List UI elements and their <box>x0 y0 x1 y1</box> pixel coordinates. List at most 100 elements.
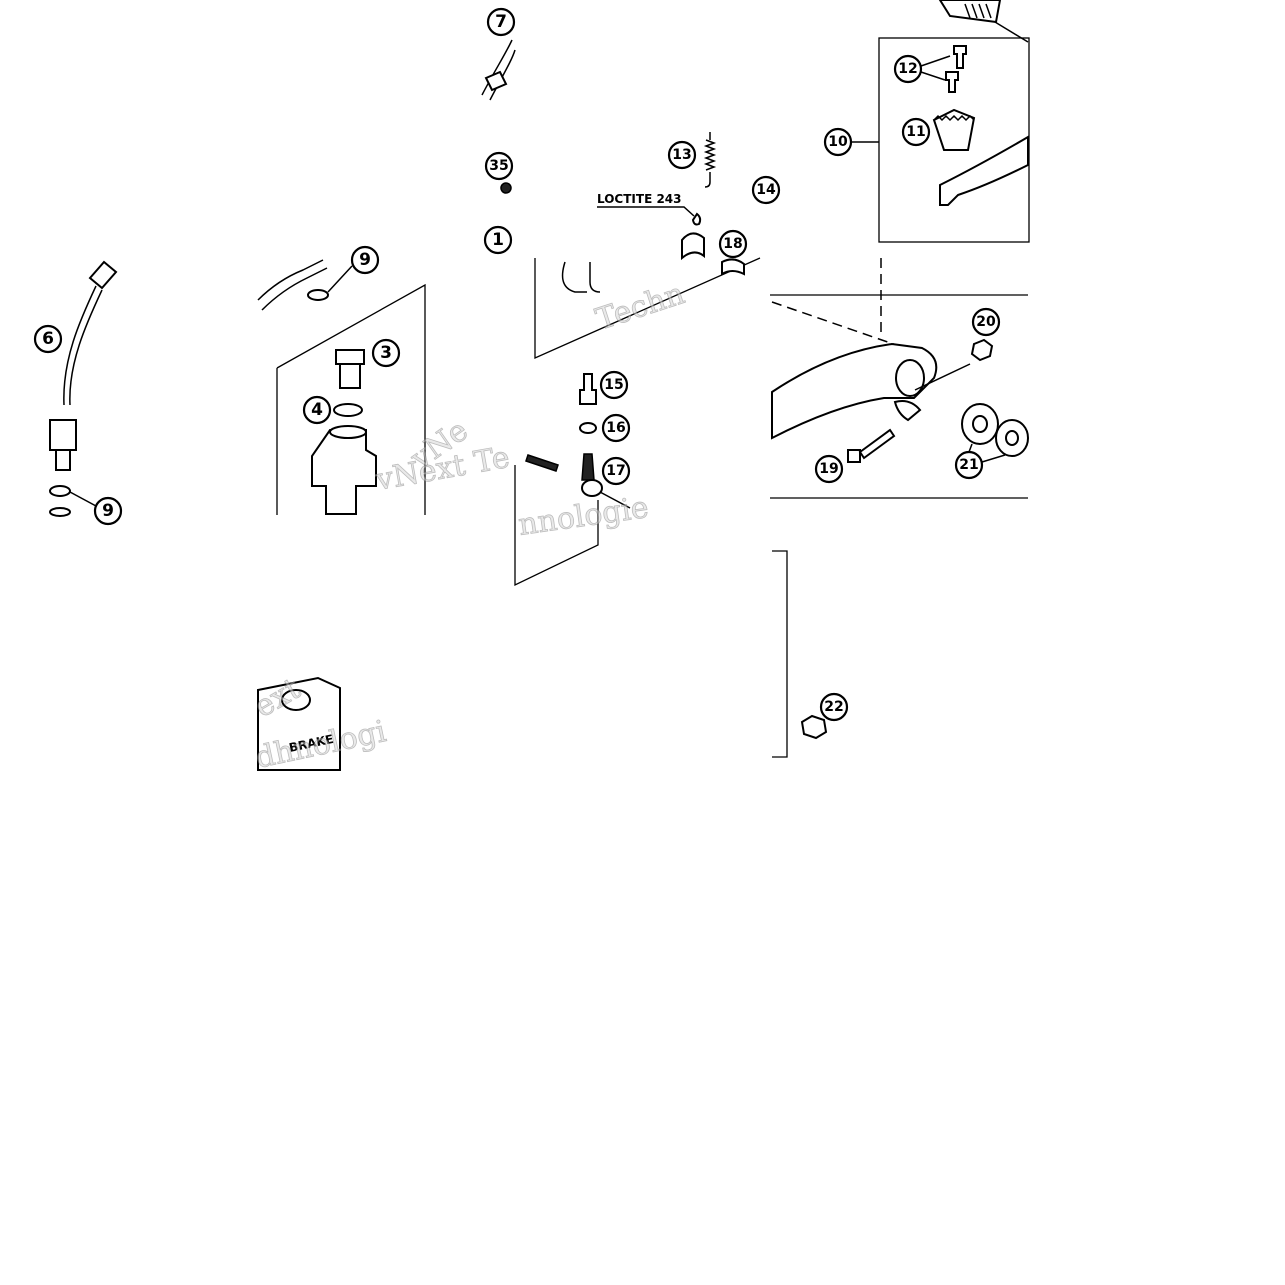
part-22-nut <box>800 714 828 740</box>
part-16-nut <box>579 422 597 434</box>
tile-left <box>49 260 118 517</box>
svg-text:6: 6 <box>42 329 54 349</box>
svg-text:13: 13 <box>672 147 691 163</box>
part-7-fitting <box>484 70 508 92</box>
callout-12-leader <box>920 55 951 81</box>
tile-center <box>514 373 631 587</box>
tile-bottom-left: BRAKE <box>257 676 341 771</box>
loctite-note-underline <box>597 206 695 217</box>
callout-9-left-leader <box>69 491 97 507</box>
svg-text:4: 4 <box>311 400 323 420</box>
svg-text:10: 10 <box>828 134 848 150</box>
callout-18: 18 <box>718 229 748 259</box>
part-4-oring <box>333 403 363 417</box>
part-6-switch-thread <box>55 449 71 471</box>
frame-reservoir <box>276 283 426 515</box>
part-reservoir <box>257 676 341 771</box>
part-21-bearing-2-inner <box>1005 430 1019 446</box>
part-18-ring <box>721 258 745 276</box>
callout-1: 1 <box>483 225 513 255</box>
part-9-washer-middle <box>307 289 329 301</box>
svg-text:9: 9 <box>359 250 371 270</box>
callout-9-middle-leader <box>327 265 353 293</box>
part-bolt-top <box>938 0 1002 24</box>
svg-text:11: 11 <box>906 124 925 140</box>
callout-17: 17 <box>601 456 631 486</box>
tile-top-middle <box>534 132 761 360</box>
part-3-plug <box>335 349 365 389</box>
dash-axis <box>914 363 971 391</box>
svg-text:20: 20 <box>976 314 996 330</box>
callout-19: 19 <box>814 454 844 484</box>
frame-lower-right <box>772 550 788 758</box>
part-brake-hose-left <box>257 259 328 311</box>
part-17-eye <box>581 479 603 497</box>
part-12-screw-2 <box>945 71 959 93</box>
frame-right-middle <box>770 294 1028 499</box>
svg-text:22: 22 <box>824 699 843 715</box>
svg-text:12: 12 <box>898 61 917 77</box>
part-master-cylinder-top <box>329 425 367 439</box>
part-12-screw-1 <box>953 45 967 69</box>
part-loctite-drop <box>691 212 702 226</box>
part-9-washer-left-2 <box>49 507 71 517</box>
callout-4: 4 <box>302 395 332 425</box>
part-15-bleeder <box>579 373 597 405</box>
callout-15: 15 <box>599 370 629 400</box>
dash-line-top <box>994 21 1029 43</box>
part-17-rod <box>581 453 595 481</box>
svg-text:18: 18 <box>723 236 742 252</box>
part-10-lever-arm <box>939 135 1029 206</box>
part-lever-ear <box>893 400 922 422</box>
frame-top-middle <box>534 257 761 360</box>
part-19-bolt <box>847 428 896 463</box>
tile-top-right <box>878 0 1030 243</box>
svg-text:21: 21 <box>959 457 978 473</box>
callout-7: 7 <box>486 7 516 37</box>
part-bolt-center <box>525 454 559 472</box>
svg-text:9: 9 <box>102 501 114 521</box>
callout-14: 14 <box>751 175 781 205</box>
part-20-nut <box>970 338 994 362</box>
part-13-spring <box>703 132 717 188</box>
part-brake-lever <box>771 342 938 440</box>
watermark-techn: Techn <box>592 276 689 337</box>
callout-12: 12 <box>893 54 923 84</box>
frame-label <box>514 465 599 587</box>
part-6-connector <box>88 260 118 290</box>
part-11-teeth <box>933 114 975 122</box>
callout-9-left: 9 <box>93 496 123 526</box>
callout-22: 22 <box>819 692 849 722</box>
part-7-hose <box>481 39 516 101</box>
callout-9-middle: 9 <box>350 245 380 275</box>
callout-11: 11 <box>901 117 931 147</box>
part-6-switch-body <box>49 419 77 451</box>
svg-text:14: 14 <box>756 182 776 198</box>
tile-left-middle <box>257 259 426 515</box>
part-master-cylinder <box>311 429 377 515</box>
part-35-nut <box>500 182 512 194</box>
tile-top-center <box>481 39 516 194</box>
center-dash-line <box>599 491 631 509</box>
svg-text:15: 15 <box>604 377 623 393</box>
loctite-note: LOCTITE 243 <box>597 192 682 206</box>
svg-text:3: 3 <box>380 343 392 363</box>
dash-diagonal <box>771 301 906 349</box>
part-21-bearing-1-inner <box>972 415 988 433</box>
part-bolt-thread <box>964 3 992 19</box>
part-reservoir-cap <box>281 689 311 711</box>
svg-text:19: 19 <box>819 461 838 477</box>
svg-text:35: 35 <box>489 158 508 174</box>
callout-16: 16 <box>601 413 631 443</box>
tile-right-middle <box>770 258 1029 499</box>
callout-21: 21 <box>954 450 984 480</box>
callout-3: 3 <box>371 338 401 368</box>
pivot-bracket <box>561 261 601 293</box>
part-18-bushing <box>681 232 705 261</box>
svg-text:1: 1 <box>492 230 504 250</box>
svg-text:17: 17 <box>606 463 625 479</box>
part-9-washer-left <box>49 485 71 497</box>
svg-text:7: 7 <box>495 12 507 32</box>
svg-text:16: 16 <box>606 420 625 436</box>
